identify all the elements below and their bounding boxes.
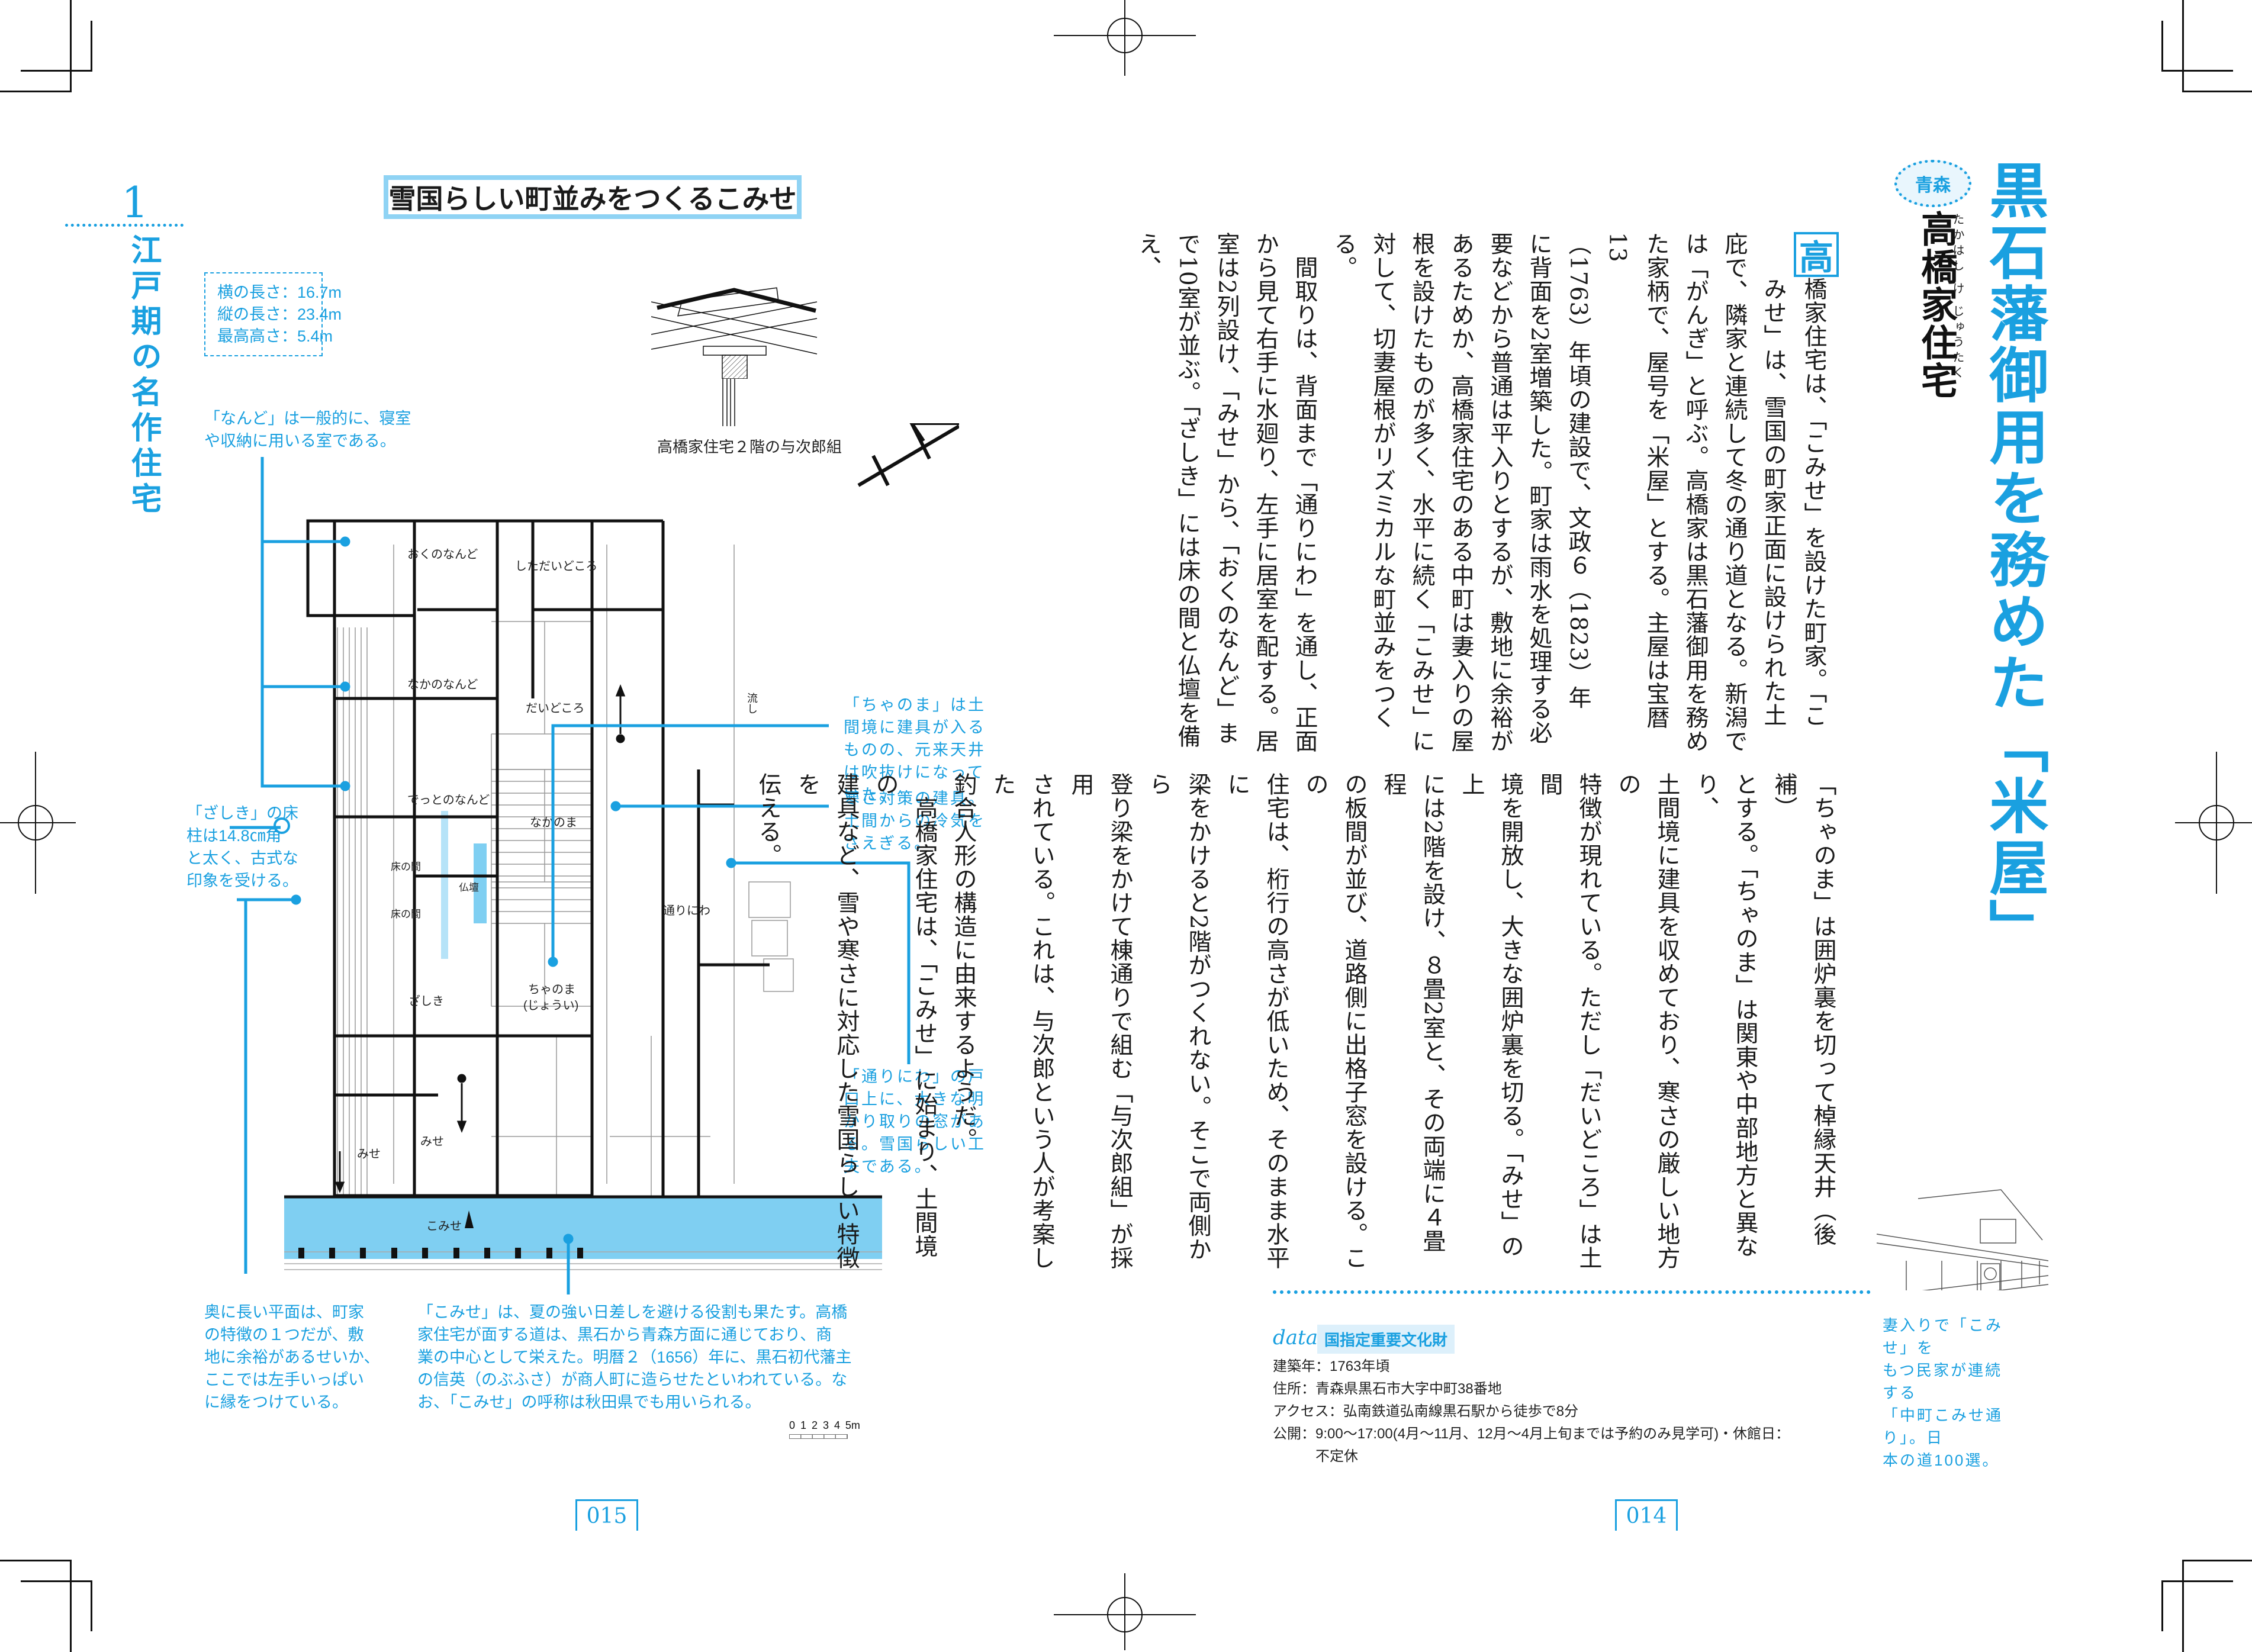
room-label-dettononando: でっとのなんど xyxy=(407,794,490,807)
body-line: 橋家住宅は、「こみせ」を設けた町家。「こ xyxy=(1800,277,1827,727)
room-label-chanoma: ちゃのま xyxy=(528,983,575,996)
note-nando: 「なんど」は一般的に、寝室 や収納に用いる室である。 xyxy=(204,410,411,450)
room-label-nakanoma: なかのま xyxy=(530,816,577,829)
data-row-closed: 不定休 xyxy=(1273,1448,1358,1464)
prefecture-badge: 青森 xyxy=(1894,160,1971,207)
page-number-left: 015 xyxy=(575,1499,638,1531)
body-text-lower-block: 「ちゃのま」は囲炉裏を切って棹縁天井（後補） とする。「ちゃのま」は関東や中部地… xyxy=(755,772,1836,1270)
note-toriniwa-window: 「通りにわ」の戸 口上に、大きな明 かり取りの窓があ る。雪国らしい工 夫である… xyxy=(844,1068,986,1176)
body-text-upper-block: みせ」は、雪国の町家正面に設けられた土 庇で、隣家と連続して冬の通り道となる。新… xyxy=(1135,232,1787,753)
yojirogumi-post xyxy=(722,379,735,426)
crop-mark-top-right-inner xyxy=(2161,21,2233,72)
main-title: 黒石藩御用を務めた「米屋」 xyxy=(1979,160,2049,960)
page-number-right: 014 xyxy=(1615,1499,1678,1531)
note-komise: 「こみせ」は、夏の強い日差しを避ける役割も果たす。高橋 家住宅が面する道は、黒石… xyxy=(417,1303,852,1411)
registration-mark-bottom xyxy=(1054,1573,1196,1650)
registration-mark-left xyxy=(0,752,76,894)
dimension-height: 最高高さ：5.4m xyxy=(217,327,333,345)
dimensions-box: 横の長さ：16.7m 縦の長さ：23.4m 最高高さ：5.4m xyxy=(204,272,342,356)
note-chanoma: 「ちゃのま」は土 間境に建具が入る ものの、元来天井 は吹抜けになって いた。 xyxy=(844,696,986,804)
data-row-access: アクセス：弘南鉄道弘南線黒石駅から徒歩で8分 xyxy=(1273,1403,1579,1419)
section-title: 雪国らしい町並みをつくるこみせ xyxy=(384,175,802,219)
note-zashiki-pillar: 「ざしき」の床 柱は14.8㎝角 と太く、古式な 印象を受ける。 xyxy=(186,804,298,890)
data-row-built-year: 建築年：1763年頃 xyxy=(1273,1358,1390,1374)
crop-mark-bottom-left-inner xyxy=(21,1580,92,1631)
room-label-toriniwa: 通りにわ xyxy=(663,904,710,917)
crop-mark-top-left-inner xyxy=(21,21,92,72)
room-label-nakanonando: なかのなんど xyxy=(407,678,478,691)
room-label-okunonando: おくのなんど xyxy=(407,548,478,561)
crop-mark-top-right-outer xyxy=(2182,0,2252,92)
dimension-depth: 縦の長さ：23.4m xyxy=(217,305,342,323)
data-list: 建築年：1763年頃 住所：青森県黒石市大字中町38番地 アクセス：弘南鉄道弘南… xyxy=(1273,1355,1790,1468)
chapter-title: 江戸期の名作住宅 xyxy=(126,234,161,518)
body-text-upper: 橋家住宅は、「こみせ」を設けた町家。「こ xyxy=(1794,277,1833,751)
room-label-tokonoma-upper: 床の間 xyxy=(391,861,421,872)
room-label-butsudan: 仏壇 xyxy=(459,882,479,893)
crop-mark-bottom-right-inner xyxy=(2161,1580,2233,1631)
diagram-caption: 高橋家住宅２階の与次郎組 xyxy=(657,438,842,456)
room-label-komise: こみせ xyxy=(426,1220,462,1233)
data-row-hours: 公開：9:00～17:00(4月～11月、12月～4月上旬までは予約のみ見学可)… xyxy=(1273,1426,1790,1442)
registration-mark-top xyxy=(1054,0,1196,76)
room-label-tokonoma-lower: 床の間 xyxy=(391,909,421,920)
note-long-plan: 奥に長い平面は、町家 の特徴の１つだが、敷 地に余裕があるせいか、 ここでは左手… xyxy=(204,1303,380,1411)
room-label-daidokoro: だいどころ xyxy=(526,702,585,715)
designation-badge: 国指定重要文化財 xyxy=(1317,1325,1455,1354)
room-label-zashiki: ざしき xyxy=(408,995,444,1008)
room-label-chanoma-sub: (じょうい) xyxy=(523,999,579,1012)
room-label-shitadaidokoro: しただいどころ xyxy=(515,560,598,573)
house-name: 高橋家住宅 xyxy=(1915,210,1958,400)
street-illustration xyxy=(1876,1189,2049,1290)
dimension-width: 横の長さ：16.7m xyxy=(217,284,342,301)
illustration-caption: 妻入りで「こみせ」を もつ民家が連続する 「中町こみせ通り」。日 本の道100選… xyxy=(1883,1316,2003,1469)
data-label: data xyxy=(1273,1326,1318,1350)
yojirogumi-diagram xyxy=(651,287,818,379)
room-label-mise-left: みせ xyxy=(357,1148,381,1161)
chapter-divider xyxy=(65,224,184,227)
house-name-ruby: たかはし け じゅうたく xyxy=(1951,213,1965,382)
room-label-mise-right: みせ xyxy=(420,1135,444,1148)
floor-plan xyxy=(284,519,882,1270)
crop-mark-bottom-left-outer xyxy=(0,1560,72,1652)
room-label-nagashi: 流し xyxy=(746,693,758,714)
scale-bar: 0 1 2 3 4 5m xyxy=(789,1419,860,1439)
data-divider xyxy=(1273,1290,1871,1294)
chapter-number: 1 xyxy=(121,178,149,227)
data-row-address: 住所：青森県黒石市大字中町38番地 xyxy=(1273,1381,1502,1397)
crop-mark-bottom-right-outer xyxy=(2182,1560,2252,1652)
crop-mark-top-left-outer xyxy=(0,0,72,92)
drop-cap: 高 xyxy=(1794,232,1839,278)
registration-mark-right xyxy=(2175,752,2252,894)
north-arrow-icon xyxy=(857,423,959,487)
note-cold-protection: 寒さ対策の建具。 土間からの冷気を さえぎる。 xyxy=(844,790,986,852)
